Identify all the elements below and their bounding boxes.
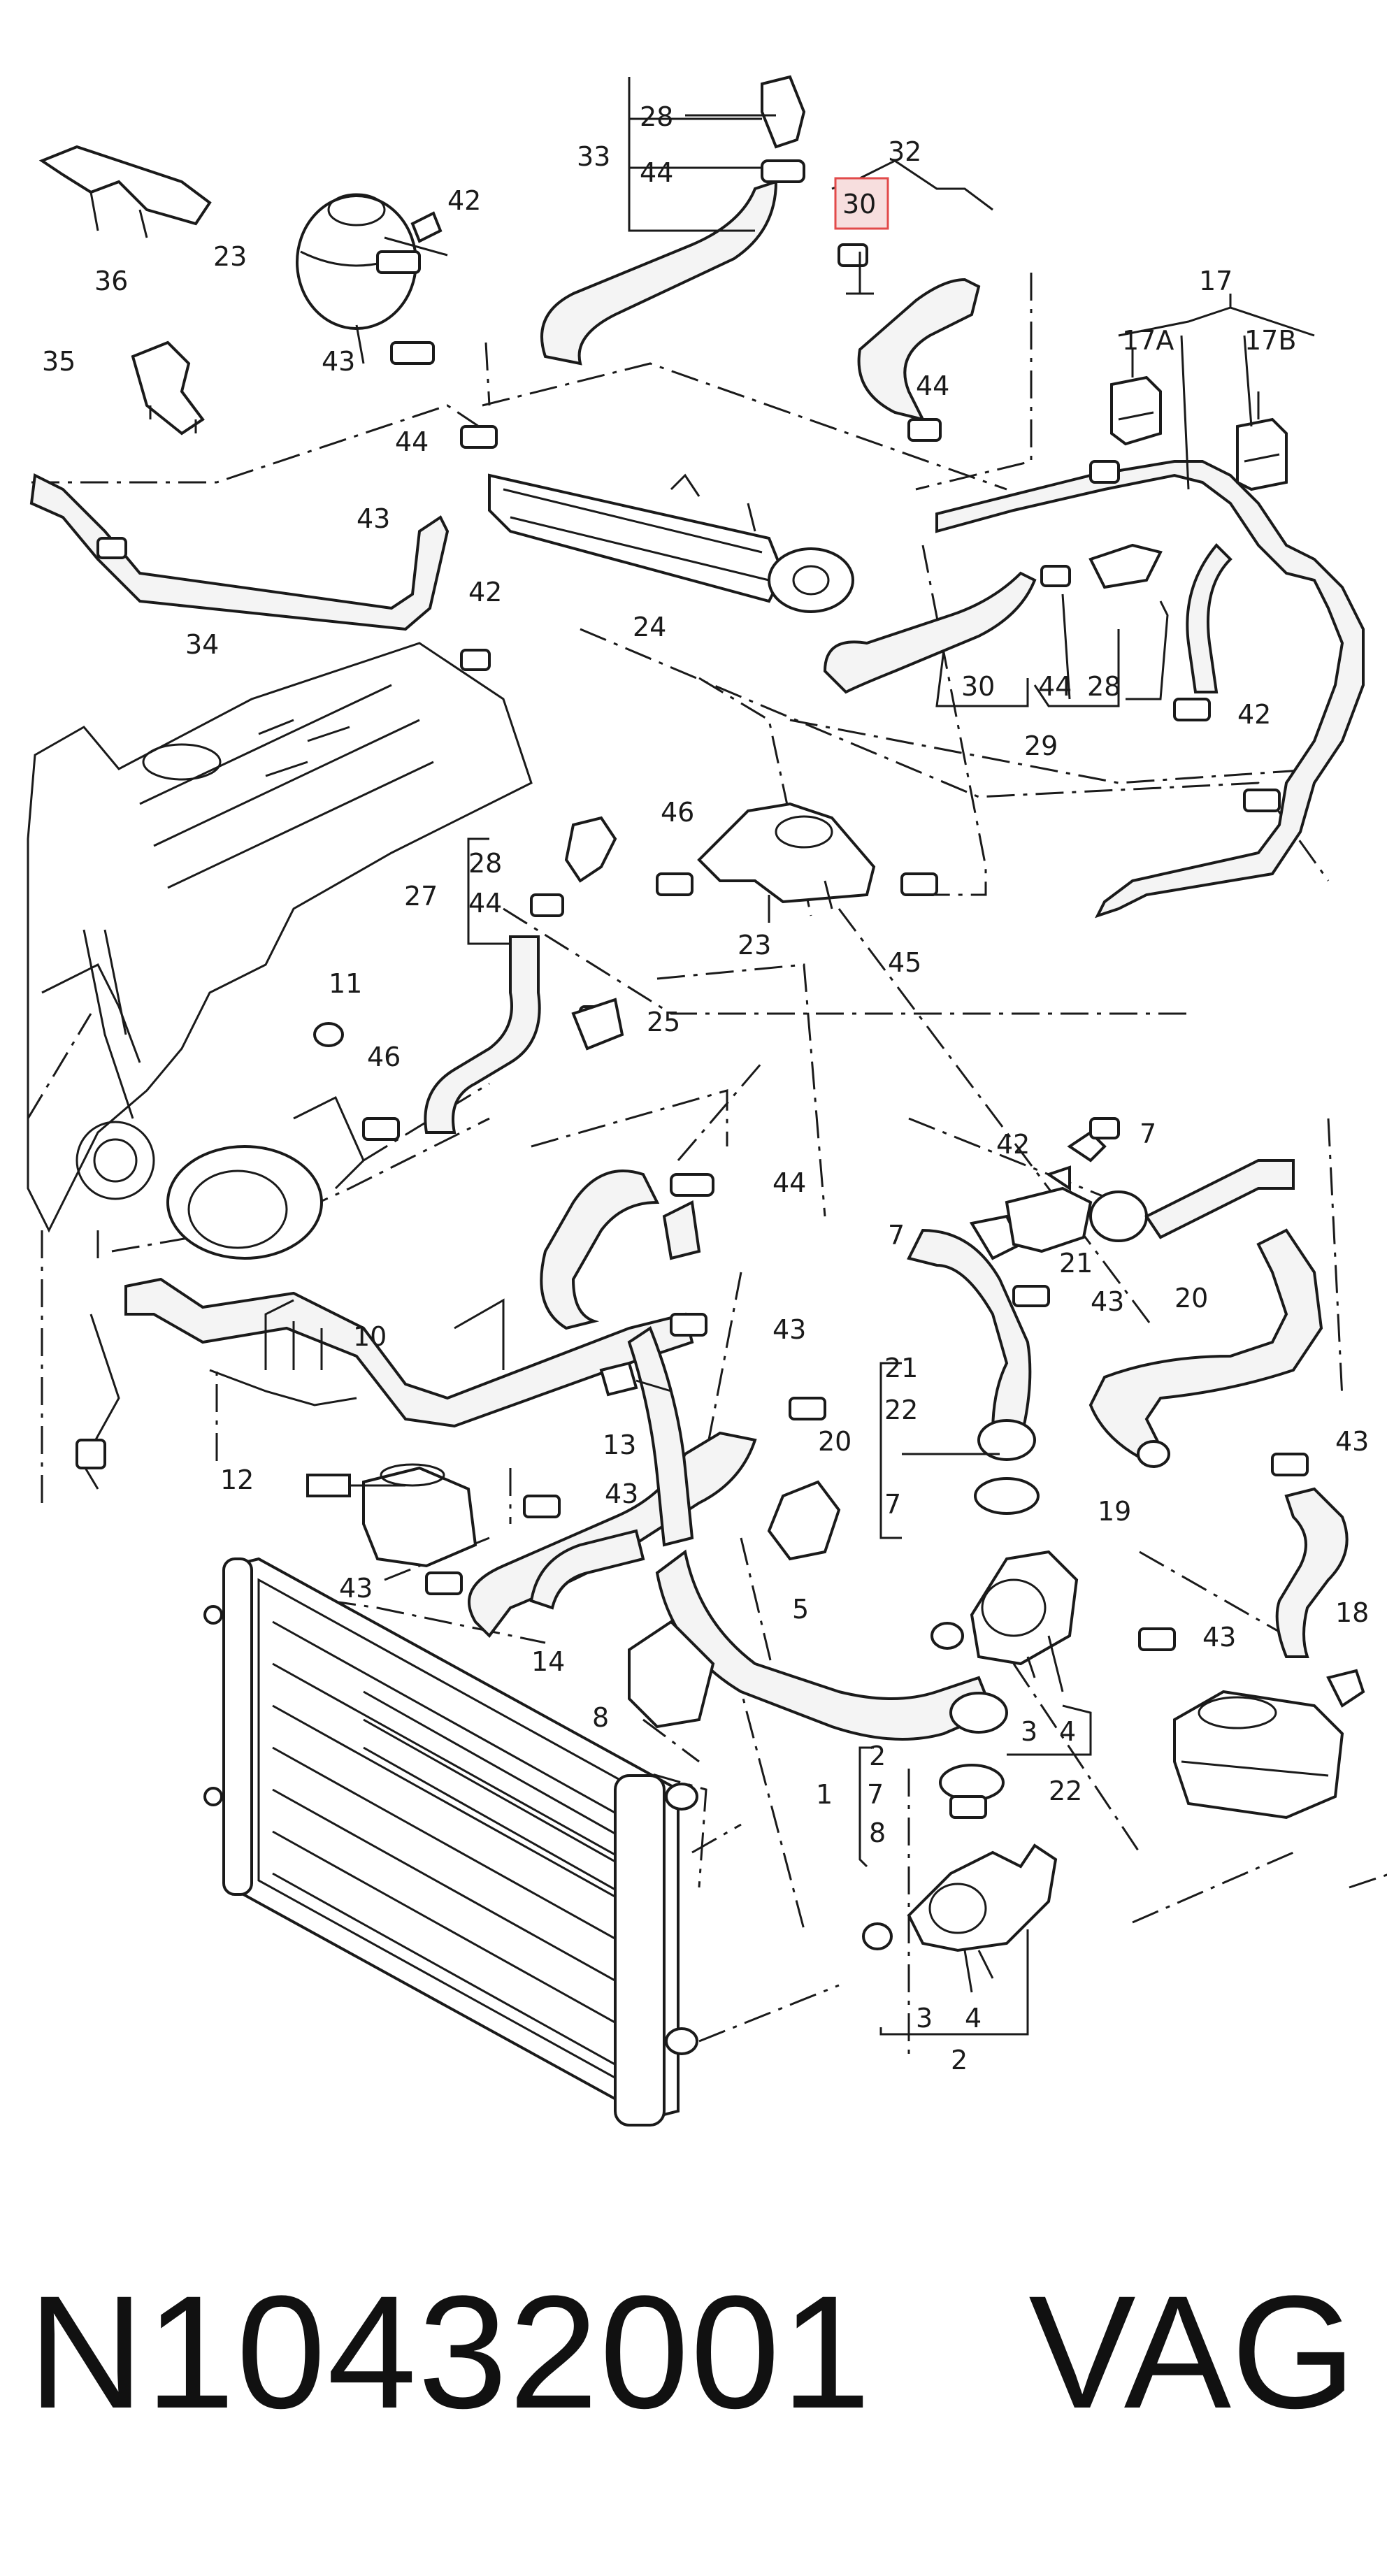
callout-label[interactable]: 29 [1024, 731, 1058, 761]
callout-label[interactable]: 28 [640, 101, 673, 132]
callout-label[interactable]: 33 [577, 141, 610, 172]
callout-label[interactable]: 43 [339, 1573, 373, 1604]
callout-label[interactable]: 4 [965, 2003, 982, 2034]
callout-label[interactable]: 43 [357, 503, 390, 534]
callout-label[interactable]: 44 [772, 1167, 806, 1198]
callout-labels: 28 33 44 32 30 17 42 23 36 17A 17B 35 43… [42, 101, 1369, 2075]
callout-label[interactable]: 44 [916, 370, 949, 401]
callout-label[interactable]: 43 [772, 1314, 806, 1345]
callout-label[interactable]: 46 [661, 797, 694, 828]
callout-label[interactable]: 20 [818, 1426, 851, 1457]
callout-label[interactable]: 8 [869, 1818, 886, 1848]
callout-label[interactable]: 43 [1091, 1286, 1124, 1317]
callout-label[interactable]: 2 [951, 2045, 968, 2075]
callout-label[interactable]: 7 [888, 1220, 905, 1251]
callout-label[interactable]: 7 [867, 1779, 884, 1810]
callout-label[interactable]: 4 [1059, 1716, 1076, 1747]
callout-label[interactable]: 11 [329, 968, 362, 999]
callout-label[interactable]: 46 [367, 1042, 401, 1072]
callout-label[interactable]: 21 [884, 1353, 918, 1383]
callout-label[interactable]: 19 [1098, 1496, 1131, 1527]
callout-label[interactable]: 44 [1038, 671, 1072, 702]
callout-label[interactable]: 43 [1202, 1622, 1236, 1653]
callout-label[interactable]: 23 [213, 241, 247, 272]
callout-label[interactable]: 13 [603, 1430, 636, 1460]
callout-label[interactable]: 25 [647, 1007, 680, 1037]
callout-label[interactable]: 42 [996, 1129, 1030, 1160]
manufacturer-code: VAG [1028, 2262, 1356, 2442]
callout-label[interactable]: 42 [468, 577, 502, 607]
callout-label[interactable]: 21 [1059, 1248, 1093, 1279]
callout-label[interactable]: 2 [869, 1741, 886, 1771]
callout-label[interactable]: 35 [42, 346, 76, 377]
callout-label[interactable]: 20 [1174, 1283, 1208, 1314]
callout-label[interactable]: 42 [1237, 699, 1271, 730]
callout-label[interactable]: 30 [842, 189, 876, 220]
highlighted-callout[interactable] [834, 177, 889, 230]
callout-label[interactable]: 36 [94, 266, 128, 296]
callout-label[interactable]: 7 [1140, 1118, 1156, 1149]
callout-label[interactable]: 43 [322, 346, 355, 377]
part-footer: N10432001 VAG [28, 2268, 1356, 2436]
callout-label[interactable]: 45 [888, 947, 921, 978]
callout-label[interactable]: 5 [792, 1594, 809, 1625]
callout-label[interactable]: 34 [185, 629, 219, 660]
callout-label[interactable]: 12 [220, 1465, 254, 1495]
callout-label[interactable]: 1 [816, 1779, 833, 1810]
callout-label[interactable]: 17B [1244, 325, 1296, 356]
callout-label[interactable]: 24 [633, 612, 666, 642]
callout-label[interactable]: 7 [884, 1489, 901, 1520]
callout-label[interactable]: 27 [404, 881, 438, 912]
callout-label[interactable]: 14 [531, 1646, 565, 1677]
callout-label[interactable]: 10 [353, 1321, 387, 1352]
callout-label[interactable]: 3 [916, 2003, 933, 2034]
callout-label[interactable]: 17 [1199, 266, 1233, 296]
callout-label[interactable]: 23 [738, 930, 771, 960]
callout-label[interactable]: 22 [1049, 1776, 1082, 1806]
callout-label[interactable]: 43 [605, 1478, 638, 1509]
callout-label[interactable]: 28 [1087, 671, 1121, 702]
callout-label[interactable]: 30 [961, 671, 995, 702]
callout-label[interactable]: 22 [884, 1395, 918, 1425]
line-art [27, 75, 1387, 2127]
callout-label[interactable]: 17A [1122, 325, 1174, 356]
callout-label[interactable]: 3 [1021, 1716, 1037, 1747]
callout-label[interactable]: 18 [1335, 1597, 1369, 1628]
callout-label[interactable]: 44 [468, 888, 502, 919]
callout-label[interactable]: 44 [640, 157, 673, 188]
callout-label[interactable]: 42 [447, 185, 481, 216]
callout-label[interactable]: 8 [592, 1702, 609, 1733]
callout-label[interactable]: 43 [1335, 1426, 1369, 1457]
callout-label[interactable]: 28 [468, 848, 502, 879]
callout-label[interactable]: 44 [395, 426, 429, 457]
part-number: N10432001 [28, 2262, 872, 2442]
callout-label[interactable]: 32 [888, 136, 921, 167]
